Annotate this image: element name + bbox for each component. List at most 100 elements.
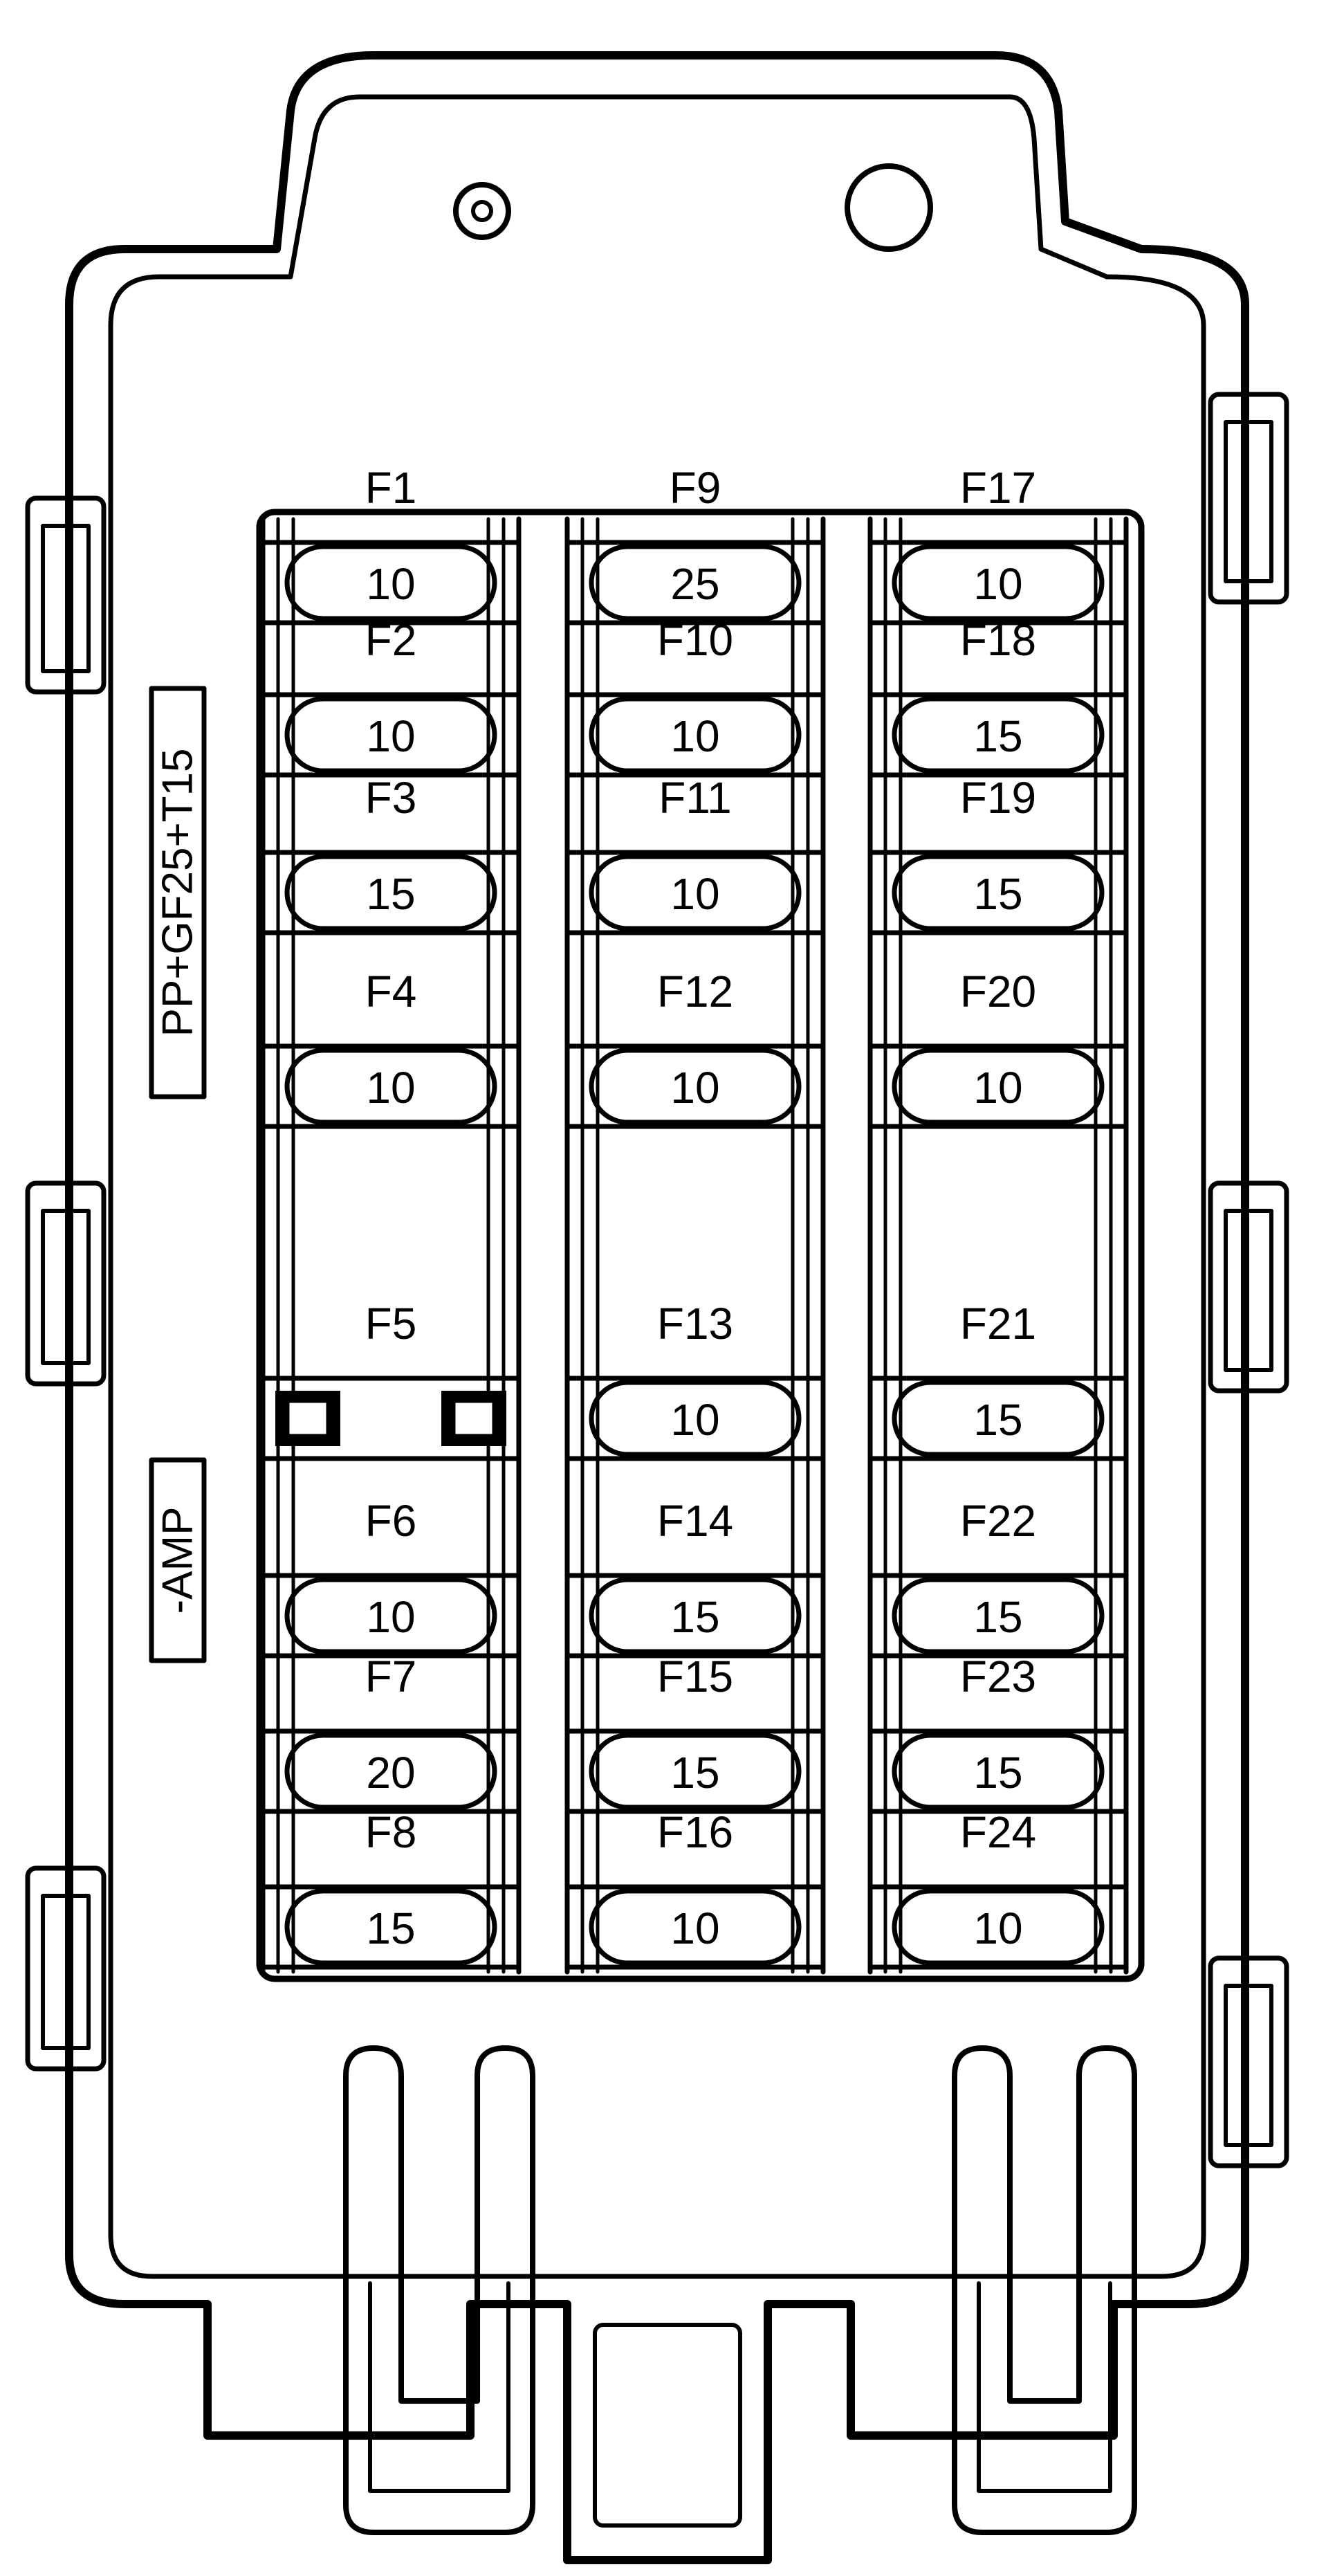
fuse-amp-rating: 10	[670, 1063, 719, 1113]
clip-right-lower-slot	[1224, 1984, 1273, 2147]
fuse-amp-rating: 10	[670, 869, 719, 919]
fuse-amp-rating: 15	[973, 1395, 1022, 1445]
fuse-amp-rating: 15	[973, 1592, 1022, 1642]
fuse-position-label: F12	[657, 967, 733, 1016]
fuse-position-label: F22	[960, 1496, 1036, 1546]
fuse-position-label: F18	[960, 615, 1036, 665]
fuse-position-label: F24	[960, 1807, 1036, 1857]
fuse-terminal-tabs	[260, 850, 522, 935]
fuse-amp-rating: 10	[973, 1903, 1022, 1953]
fuse-panel: F110F210F315F410F5F610F720F815F925F1010F…	[256, 463, 1145, 1982]
fuse-position-label: F4	[365, 967, 417, 1016]
fuse-amp-rating: 20	[366, 1748, 415, 1798]
fuse-amp-rating: 10	[366, 1063, 415, 1113]
housing-inner-outline	[108, 94, 1206, 2279]
fuse-body	[892, 1380, 1105, 1457]
fuse-terminal-tabs	[867, 1043, 1129, 1129]
fuse-terminal-tabs	[867, 1884, 1129, 1970]
fuse-terminal-tabs	[260, 1884, 522, 1970]
fuse-position-label: F8	[365, 1807, 417, 1857]
fuse-terminal-tabs	[564, 540, 826, 625]
clip-right-upper	[1208, 392, 1289, 605]
fuse-body	[892, 854, 1105, 931]
fuse-body	[284, 854, 497, 931]
mounting-hole-small-center	[471, 200, 493, 222]
fuse-position-label: F3	[365, 773, 417, 823]
fuse-slot: F9 25	[564, 463, 826, 625]
fuse-slot: F8 15	[260, 1807, 522, 1970]
side-label-amp: -AMP	[149, 1457, 207, 1663]
fuse-position-label: F5	[365, 1299, 417, 1349]
clip-left-upper-slot	[41, 524, 91, 673]
fuse-position-label: F15	[657, 1652, 733, 1701]
fuse-terminal-tabs	[564, 1376, 826, 1461]
fuse-body	[589, 544, 802, 621]
fuse-position-label: F11	[658, 773, 732, 823]
housing-outer-outline	[65, 51, 1249, 2564]
fuse-terminal-tabs	[867, 692, 1129, 778]
fuse-amp-rating: 15	[973, 1748, 1022, 1798]
fuse-slot: F12 10	[564, 967, 826, 1129]
fuse-slot: F16 10	[564, 1807, 826, 1970]
fuse-position-label: F1	[365, 463, 417, 513]
clip-left-lower	[25, 1865, 107, 2072]
fuse-amp-rating: 10	[366, 559, 415, 609]
mounting-hole-large	[845, 163, 933, 252]
fuse-slot: F24 10	[867, 1807, 1129, 1970]
fuse-slots: F110F210F315F410F5F610F720F815F925F1010F…	[260, 463, 1129, 1970]
fuse-body	[284, 1577, 497, 1654]
fuse-position-label: F19	[960, 773, 1036, 823]
fuse-position-label: F9	[670, 463, 721, 513]
fuse-slot: F18 15	[867, 615, 1129, 778]
side-label-pp-gf25-t15: PP+GF25+T15	[149, 686, 207, 1099]
fuse-amp-rating: 10	[670, 1903, 719, 1953]
fuse-amp-rating: 10	[366, 711, 415, 761]
fuse-body	[892, 1577, 1105, 1654]
fuse-amp-rating: 25	[670, 559, 719, 609]
fuse-slot: F1 10	[260, 463, 522, 625]
fuse-amp-rating: 15	[366, 1903, 415, 1953]
empty-slot-terminal-opening	[287, 1400, 329, 1436]
fuse-terminal-tabs	[260, 692, 522, 778]
side-label-frame	[149, 1457, 207, 1663]
mounting-hole-small	[453, 182, 511, 240]
fuse-amp-rating: 10	[973, 1063, 1022, 1113]
fuse-terminal-tabs	[260, 1376, 522, 1461]
fuse-slot: F20 10	[867, 967, 1129, 1129]
side-label-text: PP+GF25+T15	[154, 748, 202, 1036]
side-clips	[25, 392, 1289, 2168]
clip-right-lower	[1208, 1955, 1289, 2168]
fuse-terminal-tabs	[867, 1573, 1129, 1659]
fuse-body	[892, 1733, 1105, 1810]
fuse-body	[589, 1577, 802, 1654]
fuse-panel-frame	[256, 509, 1145, 1982]
fuse-slot: F5	[260, 1299, 522, 1461]
latch-right-outer	[952, 2045, 1137, 2535]
bottom-latches	[343, 2045, 1137, 2535]
fuse-amp-rating: 10	[670, 1395, 719, 1445]
fuse-terminal-tabs	[564, 1728, 826, 1814]
fuse-body	[589, 1733, 802, 1810]
clip-left-middle-slot	[41, 1209, 91, 1365]
fuse-amp-rating: 15	[973, 711, 1022, 761]
latch-right-inner	[977, 2281, 1112, 2493]
empty-slot-terminal-opening	[453, 1400, 495, 1436]
fuse-position-label: F16	[657, 1807, 733, 1857]
fuse-terminal-tabs	[867, 1728, 1129, 1814]
fuse-body	[589, 1888, 802, 1966]
fuse-terminal-tabs	[260, 1043, 522, 1129]
fuse-amp-rating: 10	[366, 1592, 415, 1642]
fuse-terminal-tabs	[564, 692, 826, 778]
fuse-slot: F22 15	[867, 1496, 1129, 1659]
fuse-position-label: F20	[960, 967, 1036, 1016]
fuse-position-label: F7	[365, 1652, 417, 1701]
fuse-terminal-tabs	[867, 540, 1129, 625]
